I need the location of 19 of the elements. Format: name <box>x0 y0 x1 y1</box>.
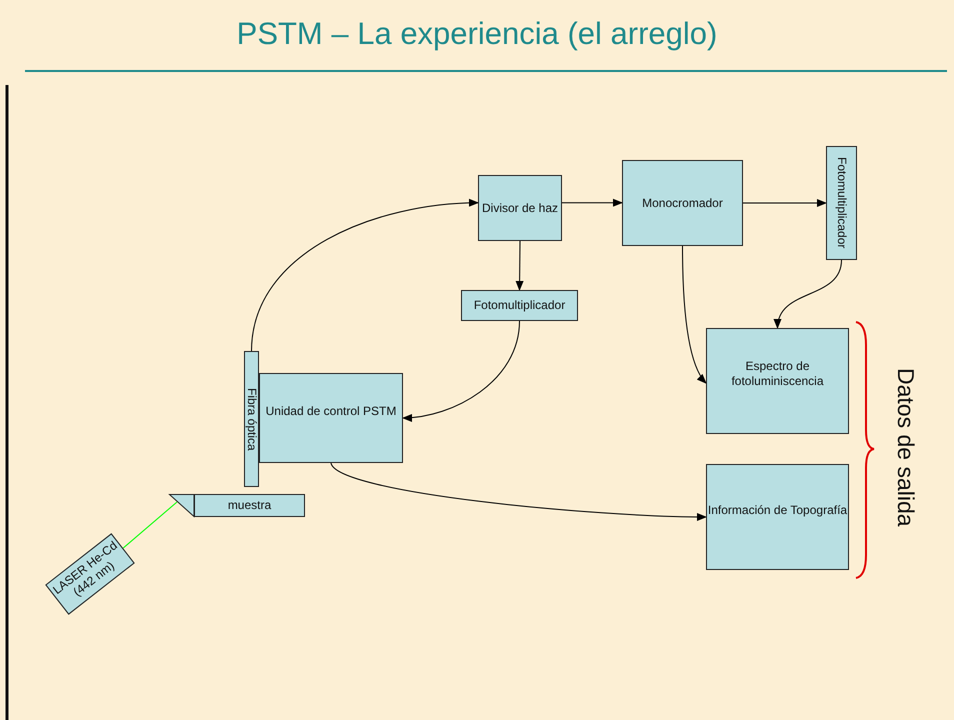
arrow <box>774 260 842 329</box>
arrow <box>251 199 479 352</box>
output-box: Espectro de fotoluminiscencia <box>706 328 849 434</box>
arrow <box>682 246 707 384</box>
arrow <box>402 320 520 422</box>
output-box: Información de Topografía <box>706 464 849 570</box>
process-box: Unidad de control PSTM <box>259 373 403 463</box>
fiber-box: Fibra óptica <box>244 351 259 487</box>
sample-holder <box>169 494 305 517</box>
process-box: Fotomultiplicador <box>826 146 857 260</box>
arrow <box>516 240 524 291</box>
arrow <box>742 199 827 207</box>
process-box: Divisor de haz <box>478 175 562 241</box>
arrow <box>562 198 623 207</box>
arrow <box>330 462 707 521</box>
process-box: Monocromador <box>622 160 743 246</box>
bracket-label: Datos de salida <box>892 368 919 527</box>
slide-title: PSTM – La experiencia (el arreglo) <box>236 16 718 52</box>
process-box: Fotomultiplicador <box>461 290 578 321</box>
